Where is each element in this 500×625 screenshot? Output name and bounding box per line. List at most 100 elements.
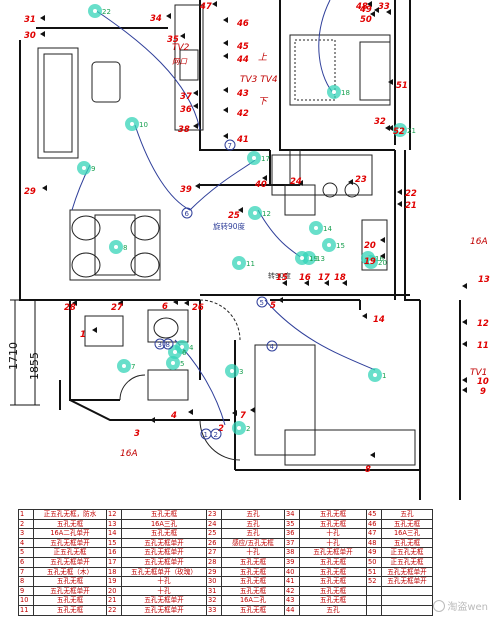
outlet-5-icon (278, 297, 283, 303)
circled-6: 6 (185, 210, 190, 218)
marker-37: 37 (180, 92, 192, 102)
legend-number: 29 (206, 566, 222, 578)
legend-description: 十孔 (221, 547, 285, 558)
spot-10: 10 (139, 121, 148, 129)
circled-4: 4 (270, 343, 275, 351)
legend-description: 五孔无框单开 (121, 547, 207, 558)
marker-18: 18 (334, 273, 346, 283)
legend-number: 48 (366, 537, 382, 549)
spot-14: 14 (323, 225, 332, 233)
legend-number: 30 (206, 576, 222, 587)
legend-description: 五孔无框 (299, 566, 367, 578)
circled-4-ring (266, 340, 278, 352)
legend-number (366, 585, 382, 597)
outlet-46-icon (223, 17, 228, 23)
outlet-30-icon (40, 31, 45, 37)
legend-number: 27 (206, 547, 222, 558)
legend-number: 16 (106, 547, 122, 558)
outlet-36-icon (193, 103, 198, 109)
up-label: 上 (258, 52, 268, 63)
legend-description: 五孔无框 (299, 556, 367, 568)
spot-21: 21 (407, 127, 416, 135)
marker-2: 2 (218, 424, 224, 434)
legend-number: 10 (18, 595, 34, 606)
furniture (37, 4, 416, 466)
watermark-logo-icon (433, 600, 446, 612)
legend-number: 43 (284, 595, 300, 606)
spot-3-center (230, 369, 234, 373)
legend-number (366, 604, 382, 616)
spot-9: 9 (91, 165, 95, 173)
rotate-note: 旋转90度 (213, 221, 246, 231)
marker-38: 38 (178, 125, 190, 135)
legend-description: 十孔 (299, 528, 367, 539)
marker-16: 16 (299, 273, 311, 283)
marker-13: 13 (478, 275, 490, 285)
spot-6: 6 (182, 349, 187, 357)
circled-5-ring (256, 296, 268, 308)
marker-40: 40 (254, 180, 267, 190)
legend-description: 五孔无框 (299, 576, 367, 587)
marker-12: 12 (477, 319, 489, 329)
marker-6: 6 (162, 302, 168, 312)
outlet-21-icon (397, 201, 402, 207)
legend-description: 五孔无框单开 (121, 595, 207, 606)
legend-description: 五孔无框单开 (33, 585, 107, 597)
legend-number: 9 (18, 585, 34, 597)
marker-21: 21 (405, 201, 417, 211)
legend-description (381, 585, 433, 597)
legend-description: 五孔 (221, 528, 285, 539)
spot-5: 5 (180, 360, 184, 368)
legend-description: 五孔 (299, 604, 367, 616)
marker-39: 39 (180, 185, 192, 195)
outlet-7-icon (250, 407, 255, 413)
marker-31: 31 (24, 15, 36, 25)
spot-4-center (180, 345, 184, 349)
marker-15: 15 (276, 273, 288, 283)
circled-2-ring (210, 428, 222, 440)
legend-number: 28 (206, 556, 222, 568)
legend-description: 五孔无框 (33, 576, 107, 587)
marker-35: 35 (167, 35, 179, 45)
outlet-35-icon (180, 33, 185, 39)
outlet-4-icon (188, 409, 193, 415)
legend-description: 16A二孔单开 (33, 528, 107, 539)
legend-number: 40 (284, 566, 300, 578)
marker-9: 9 (480, 387, 486, 397)
spot-11-center (237, 261, 241, 265)
watermark-text: 淘盗wen (447, 602, 488, 613)
outlet-22-icon (397, 189, 402, 195)
legend-description: 五孔 (221, 518, 285, 530)
legend-number: 4 (18, 537, 34, 549)
legend-description: 五孔无框 (299, 585, 367, 597)
outlet-39-icon (195, 183, 200, 189)
spot-7: 7 (131, 363, 135, 371)
legend-number: 46 (366, 518, 382, 530)
legend-number: 5 (18, 547, 34, 558)
outlet-37-icon (193, 90, 198, 96)
legend-description: 五孔无框单开 (299, 547, 367, 558)
spot-13: 13 (316, 255, 325, 263)
spot-18-center (332, 90, 336, 94)
legend-number: 24 (206, 518, 222, 530)
outlet-26-icon (184, 300, 189, 306)
outlet-50-icon (370, 11, 375, 17)
walls (19, 0, 461, 500)
legend-number: 6 (18, 556, 34, 568)
marker-36: 36 (180, 105, 192, 115)
spot-20-center (369, 260, 373, 264)
net-label: 网口 (172, 57, 187, 66)
circled-1: 1 (204, 431, 208, 439)
spot-7-center (122, 364, 126, 368)
outlet-15-icon (282, 280, 287, 286)
legend-number: 33 (206, 604, 222, 616)
marker-1: 1 (80, 330, 86, 340)
marker-47: 47 (199, 2, 212, 12)
outlet-23-icon (348, 179, 353, 185)
circled-6-ring (181, 207, 193, 219)
